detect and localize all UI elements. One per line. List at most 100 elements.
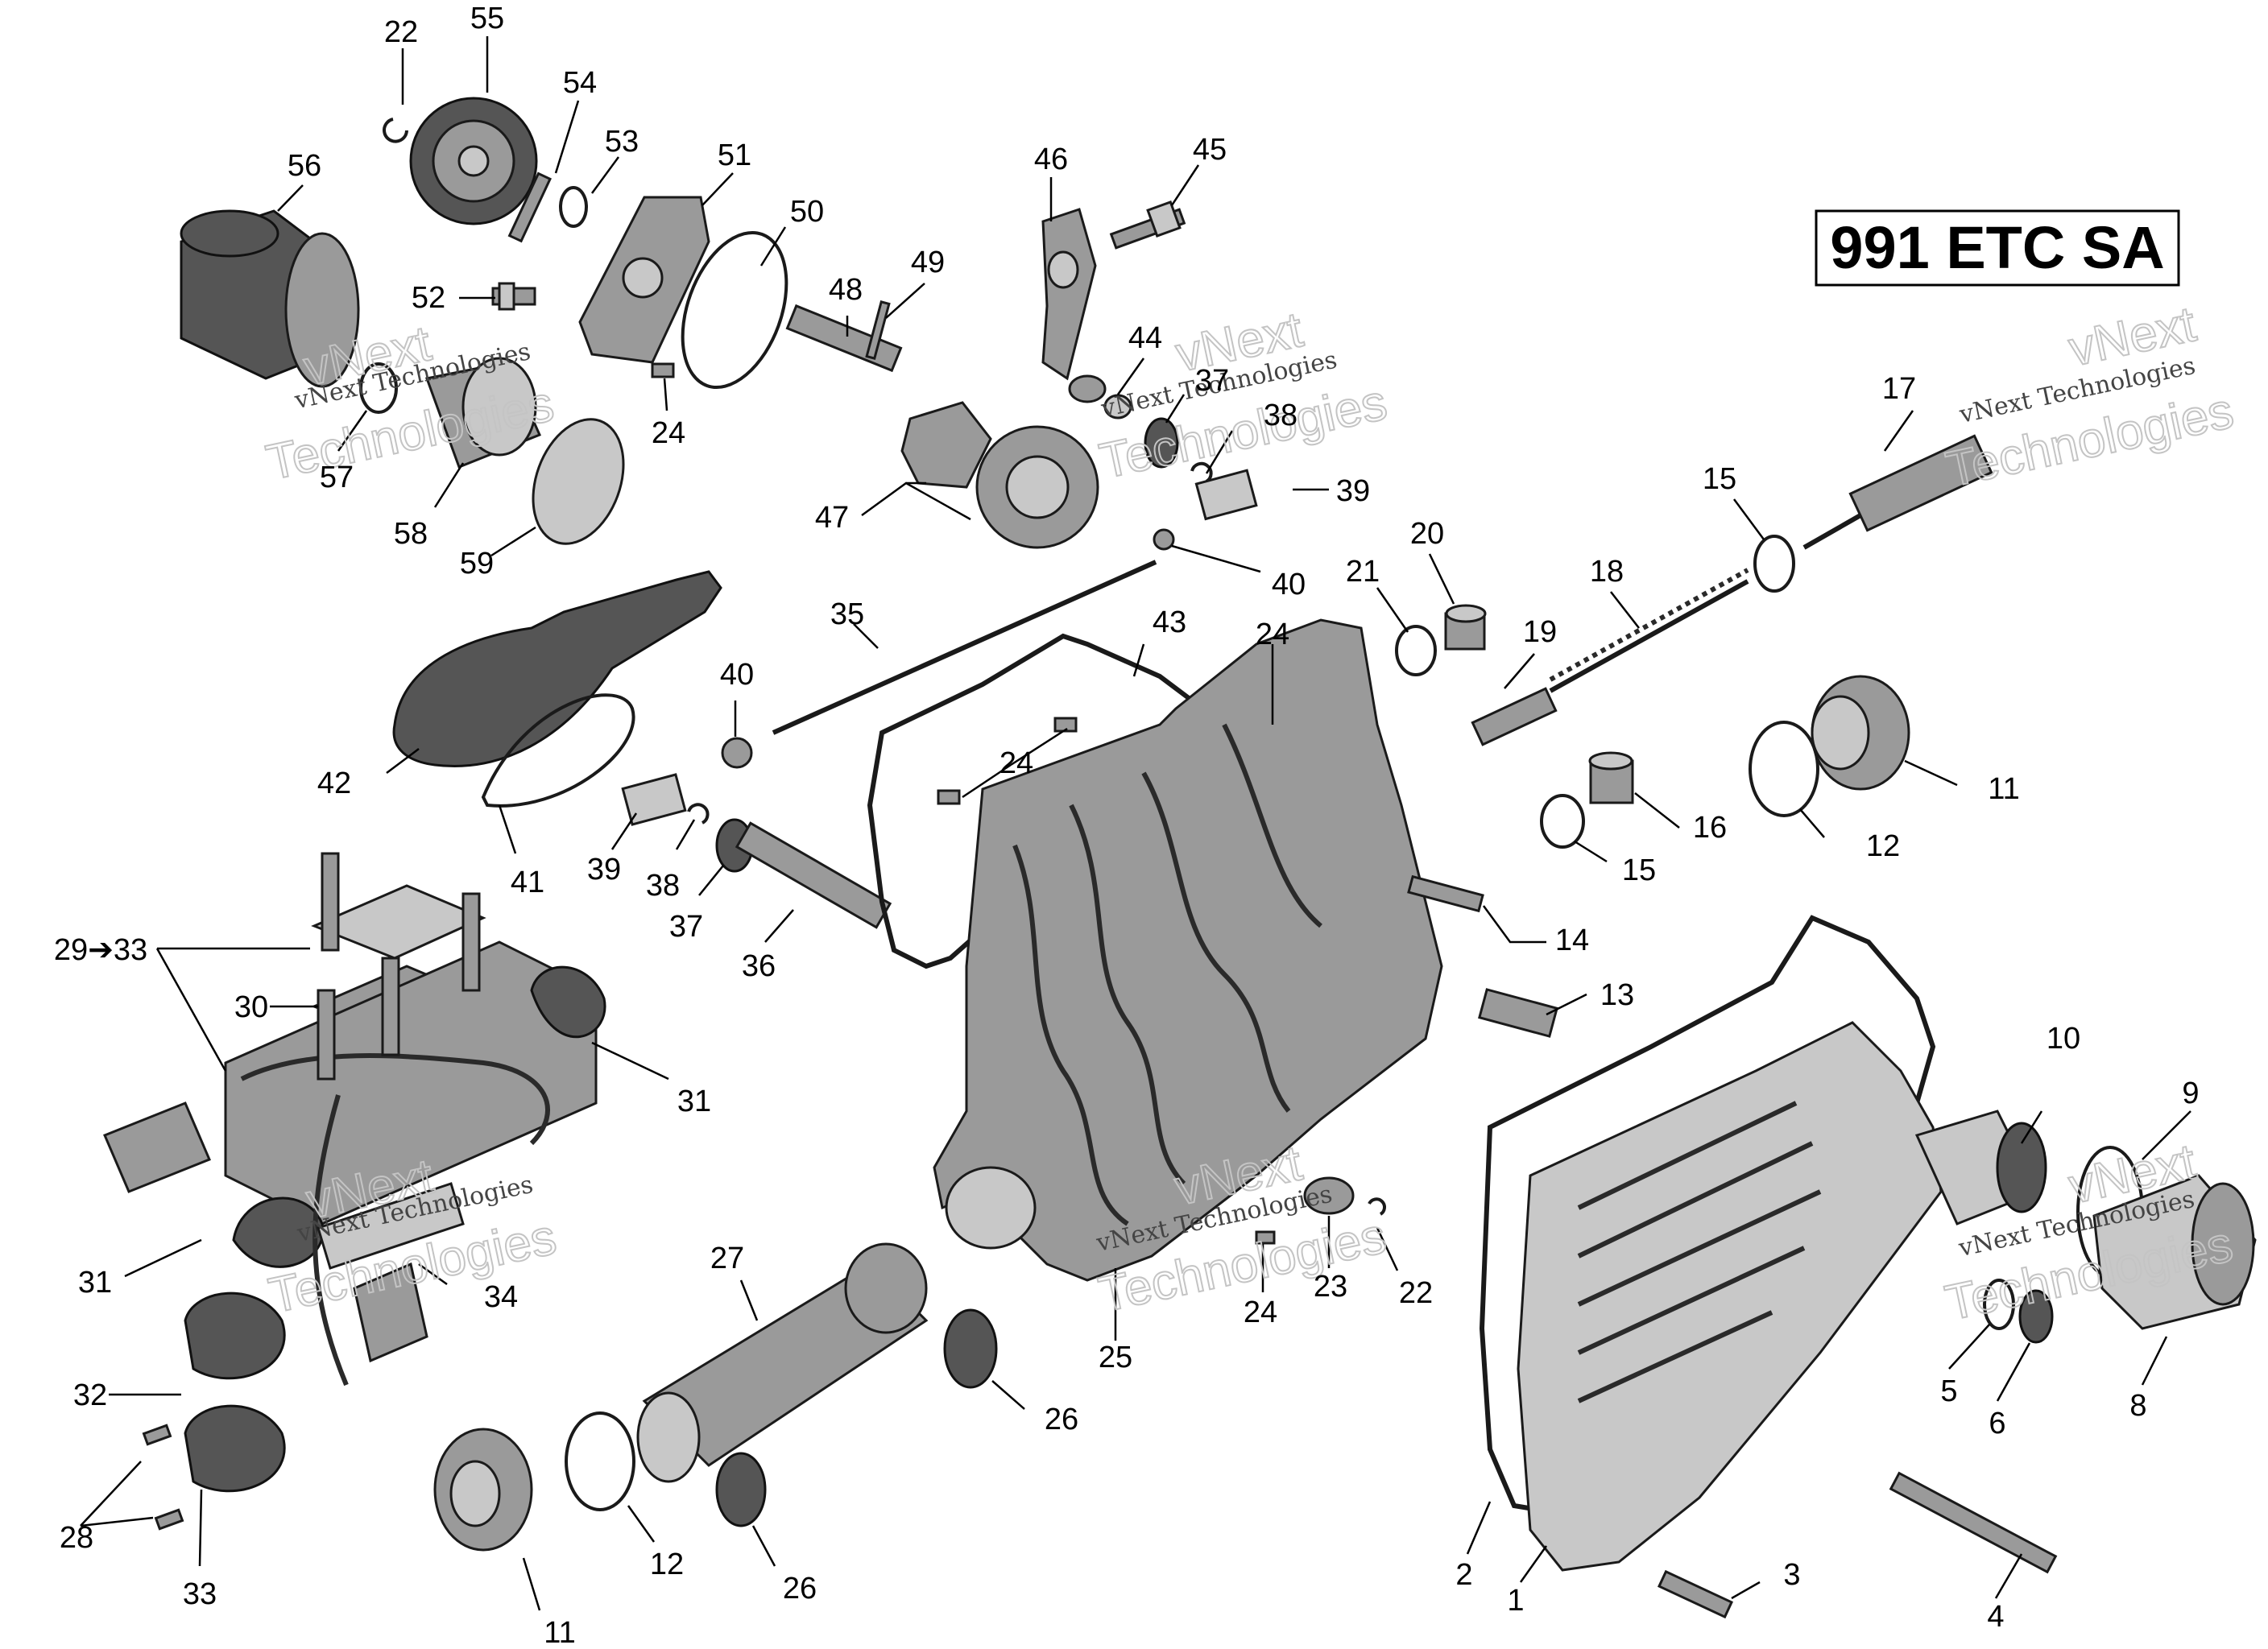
callout-41: 41 — [511, 866, 544, 899]
callout-18: 18 — [1590, 555, 1624, 589]
title-box: 991 ETC SA — [1815, 209, 2180, 287]
part-24-dowel-mid-b — [937, 789, 961, 805]
callout-24-low: 24 — [1244, 1296, 1277, 1329]
callout-21: 21 — [1346, 555, 1380, 589]
part-42-rubber-boot — [392, 570, 722, 767]
callout-5: 5 — [1940, 1374, 1957, 1408]
part-3-bolt — [1657, 1569, 1734, 1619]
part-1-cover-plate — [1517, 1021, 1943, 1572]
part-47-pump-rotors — [900, 401, 1099, 549]
callout-12-left: 12 — [650, 1548, 684, 1581]
callout-26-upper: 26 — [1045, 1403, 1078, 1436]
callout-46: 46 — [1034, 143, 1068, 176]
part-52-screw — [491, 282, 536, 311]
part-15-ring-mid — [1540, 794, 1585, 849]
part-34-bracket — [317, 1182, 465, 1270]
part-36-shaft — [735, 821, 892, 929]
callout-20: 20 — [1410, 517, 1444, 551]
part-24-dowel-top — [651, 362, 675, 378]
part-51-pump-cover — [578, 196, 710, 364]
part-35-rod — [772, 560, 1157, 735]
part-40-nut-top — [1153, 528, 1175, 551]
part-56-drum-gear — [180, 209, 360, 388]
part-12-o-ring-left — [565, 1411, 635, 1511]
part-11-plug-right — [1811, 675, 1910, 791]
part-21-ring — [1395, 625, 1437, 676]
part-39-roller-top — [1194, 469, 1258, 521]
callout-50: 50 — [790, 195, 824, 229]
part-55-sprocket-gear — [409, 97, 538, 225]
callout-24-mid-left: 24 — [999, 746, 1033, 780]
callout-36: 36 — [742, 949, 776, 983]
callout-45: 45 — [1193, 133, 1227, 167]
part-37-seal-top — [1144, 417, 1179, 469]
part-19-sleeve — [1471, 687, 1558, 746]
part-25-valve-body — [933, 618, 1443, 1282]
part-57-ring — [359, 362, 398, 414]
part-4-bolt — [1889, 1471, 2058, 1574]
callout-39-top: 39 — [1336, 474, 1370, 508]
part-28-screw-lower — [154, 1508, 184, 1531]
callout-26-lower: 26 — [783, 1572, 817, 1606]
callout-44: 44 — [1128, 321, 1162, 355]
callout-14: 14 — [1555, 924, 1589, 957]
callout-9: 9 — [2182, 1077, 2199, 1110]
diagram-title: 991 ETC SA — [1830, 214, 2164, 281]
part-59-washer — [532, 418, 625, 545]
callout-13: 13 — [1600, 978, 1634, 1012]
callout-12-right: 12 — [1866, 829, 1900, 863]
callout-4: 4 — [1987, 1600, 2004, 1634]
part-46-lever — [1041, 208, 1097, 381]
callout-16: 16 — [1693, 811, 1727, 845]
callout-38-mid: 38 — [646, 869, 680, 903]
callout-1: 1 — [1507, 1584, 1524, 1618]
part-23-bushing — [1303, 1176, 1355, 1215]
part-11-plug-left — [433, 1428, 533, 1552]
part-drawings — [103, 97, 2257, 1619]
part-38-clip-top — [1190, 461, 1213, 483]
callout-51: 51 — [718, 138, 751, 172]
callout-3: 3 — [1783, 1558, 1800, 1592]
watermark-top-right: vNext vNext Technologies Technologies — [1941, 295, 2239, 498]
callout-27: 27 — [710, 1242, 744, 1275]
part-44-fitting — [1068, 374, 1132, 419]
callout-29-33: 29➔33 — [54, 933, 147, 967]
callout-28: 28 — [60, 1521, 93, 1555]
part-15-ring-top — [1753, 535, 1795, 593]
callout-57: 57 — [320, 461, 354, 494]
part-53-washer — [559, 186, 588, 228]
callout-35: 35 — [830, 597, 864, 631]
part-22-circlip-top — [383, 118, 408, 143]
callout-42: 42 — [317, 767, 351, 800]
callout-6: 6 — [1989, 1407, 2005, 1440]
callout-49: 49 — [911, 246, 945, 279]
part-39-roller-mid — [621, 773, 687, 826]
callout-39-mid: 39 — [587, 853, 621, 886]
part-24-dowel-mid-a — [1053, 717, 1078, 733]
callout-54: 54 — [563, 66, 597, 100]
part-28-screw-upper — [142, 1424, 172, 1446]
callout-53: 53 — [605, 125, 639, 159]
callout-11-right: 11 — [1988, 772, 2019, 806]
callout-33: 33 — [183, 1577, 217, 1611]
part-38-clip-mid — [687, 803, 710, 824]
callout-25: 25 — [1099, 1341, 1132, 1374]
part-26-seal-upper — [943, 1308, 998, 1389]
part-22-circlip-mid — [1368, 1197, 1386, 1216]
callout-15-top: 15 — [1703, 462, 1736, 496]
part-58-bushing — [424, 357, 542, 469]
callout-23: 23 — [1314, 1270, 1347, 1304]
callout-24-mid-right: 24 — [1256, 618, 1289, 651]
part-17-sensor — [1802, 434, 1993, 550]
part-45-bolt — [1109, 200, 1186, 250]
part-50-o-ring — [681, 230, 788, 390]
part-41-clamp — [481, 693, 635, 808]
callout-40-top: 40 — [1272, 568, 1306, 601]
part-29-33-solenoid-block — [103, 852, 606, 1493]
callout-40-mid: 40 — [720, 658, 754, 692]
callout-37-top: 37 — [1195, 364, 1229, 398]
part-10-filter — [1914, 1110, 2047, 1225]
watermark-top-center: vNext vNext Technologies Technologies — [1095, 301, 1393, 490]
callout-30: 30 — [234, 990, 268, 1024]
part-6-plug — [2018, 1289, 2054, 1344]
